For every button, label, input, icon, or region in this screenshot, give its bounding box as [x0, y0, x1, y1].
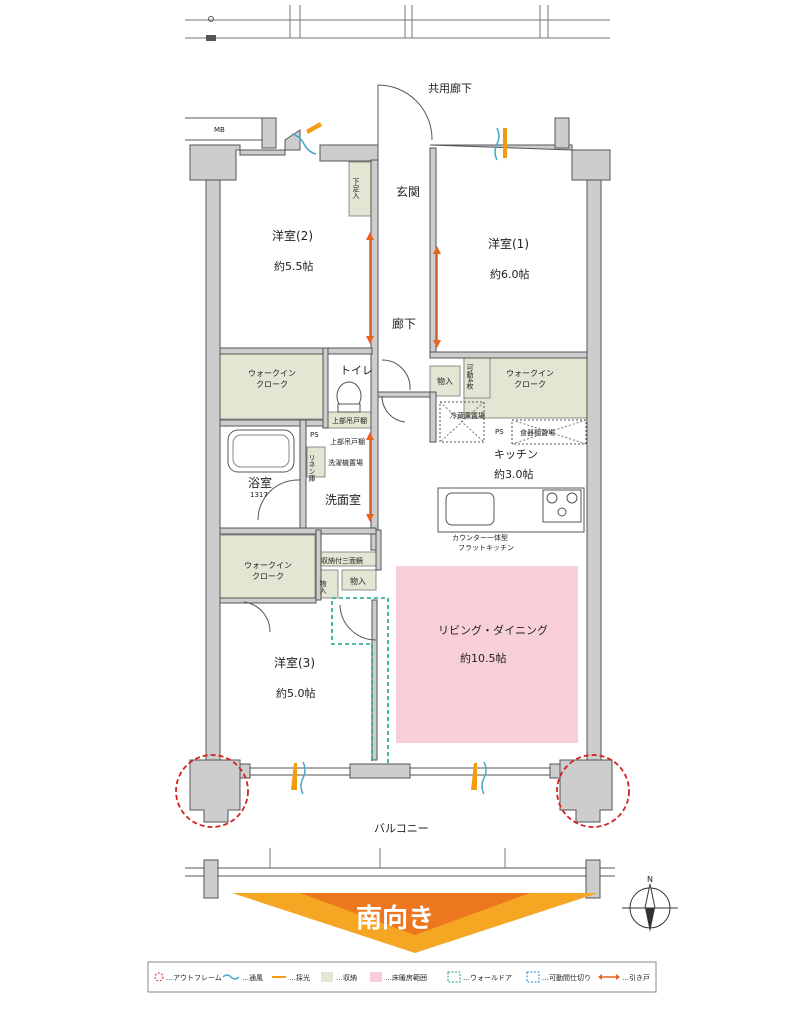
western-room-2-name: 洋室(2) — [272, 228, 313, 243]
kitchen-type-2: フラットキッチン — [458, 544, 514, 552]
kitchen-size: 約3.0帖 — [494, 467, 534, 481]
wic-2-line1: ウォークイン — [248, 369, 296, 378]
ps-label-bath: PS — [310, 431, 319, 439]
legend-wind-label: …通風 — [242, 973, 263, 982]
upper-cabinet-label: 上部吊戸棚 — [330, 437, 365, 446]
legend-walldoor-label: …ウォールドア — [463, 974, 512, 982]
legend-partition-label: …可動間仕切り — [542, 973, 591, 982]
living-dining-name: リビング・ダイニング — [438, 623, 548, 637]
shoe-cabinet-label: 下足入 — [352, 178, 360, 199]
kitchen-name: キッチン — [494, 448, 538, 461]
kitchen-counter — [437, 487, 585, 533]
legend-outframe-label: …アウトフレーム — [166, 974, 222, 982]
western-room-3-name: 洋室(3) — [274, 655, 315, 670]
outer-walls — [185, 117, 611, 764]
balcony-label: バルコニー — [374, 822, 429, 835]
bath-size: 1317 — [250, 491, 268, 499]
closet-3b-label: 物入 — [350, 576, 366, 586]
fridge-area — [439, 401, 485, 443]
wic-1-line1: ウォークイン — [506, 369, 554, 378]
western-room-1-size: 約6.0帖 — [490, 267, 530, 281]
movable-storage — [463, 355, 491, 399]
legend-slide-label: …引き戸 — [622, 973, 650, 982]
wic-1-line2: クローク — [514, 380, 546, 389]
linen-label: リネン庫 — [308, 454, 316, 483]
toilet-cabinet-label: 上部吊戸棚 — [332, 416, 367, 425]
sliding-door-markers — [366, 232, 441, 522]
western-room-1-name: 洋室(1) — [488, 236, 529, 251]
western-room-2-size: 約5.5帖 — [274, 259, 314, 273]
legend-light-label: …採光 — [289, 973, 310, 982]
dish-label: 食器棚置場 — [520, 428, 555, 437]
balcony-columns — [175, 754, 630, 828]
closet-1-label: 物入 — [437, 376, 453, 386]
wall-door-outline — [331, 597, 389, 767]
legend-storage-label: …収納 — [336, 973, 357, 982]
dish-area — [511, 419, 587, 445]
entrance-label: 玄関 — [396, 184, 420, 199]
wic-3-line1: ウォークイン — [244, 561, 292, 570]
bathtub — [227, 429, 295, 473]
living-dining-size: 約10.5帖 — [460, 651, 507, 665]
balcony-windows — [235, 763, 565, 779]
wic-2-storage — [218, 352, 324, 420]
compass-icon — [622, 883, 678, 932]
washroom-label: 洗面室 — [325, 492, 361, 507]
kitchen-type-1: カウンター一体型 — [452, 533, 508, 542]
mb-label: MB — [214, 126, 225, 134]
western-room-3-size: 約5.0帖 — [276, 686, 316, 700]
mirror-storage-label: 収納付三面鏡 — [321, 556, 363, 565]
hall-label: 廊下 — [392, 316, 416, 331]
corridor-label: 共用廊下 — [428, 81, 472, 95]
closet-1 — [429, 365, 461, 397]
movable-door-label: 可動4枚 — [466, 364, 474, 391]
closet-3a-label: 物入 — [319, 579, 327, 594]
compass-north-label: N — [647, 875, 653, 884]
fridge-label: 冷蔵庫置場 — [450, 411, 485, 420]
orientation-label: 南向き — [356, 903, 434, 934]
bath-label: 浴室 — [248, 475, 272, 490]
linen-storage — [306, 446, 326, 478]
floor-heating-area — [396, 566, 578, 743]
wind-light-markers — [291, 122, 507, 795]
entrance-door-swing — [377, 84, 433, 141]
legend-frame — [147, 961, 657, 993]
door-swings — [243, 359, 411, 641]
legend-symbols — [154, 971, 620, 983]
washer-label: 洗濯機置場 — [328, 458, 363, 467]
toilet-fixture — [336, 381, 362, 413]
ps-label-kitchen: PS — [495, 428, 504, 436]
toilet-label: トイレ — [340, 364, 373, 377]
upper-neighbor-outline — [185, 5, 610, 41]
closet-3b — [341, 569, 377, 591]
balcony-railing — [185, 848, 615, 899]
wic-2-line2: クローク — [256, 380, 288, 389]
wic-3-line2: クローク — [252, 572, 284, 581]
interior-walls — [219, 147, 588, 761]
legend-floorheat-label: …床暖房範囲 — [385, 973, 427, 982]
